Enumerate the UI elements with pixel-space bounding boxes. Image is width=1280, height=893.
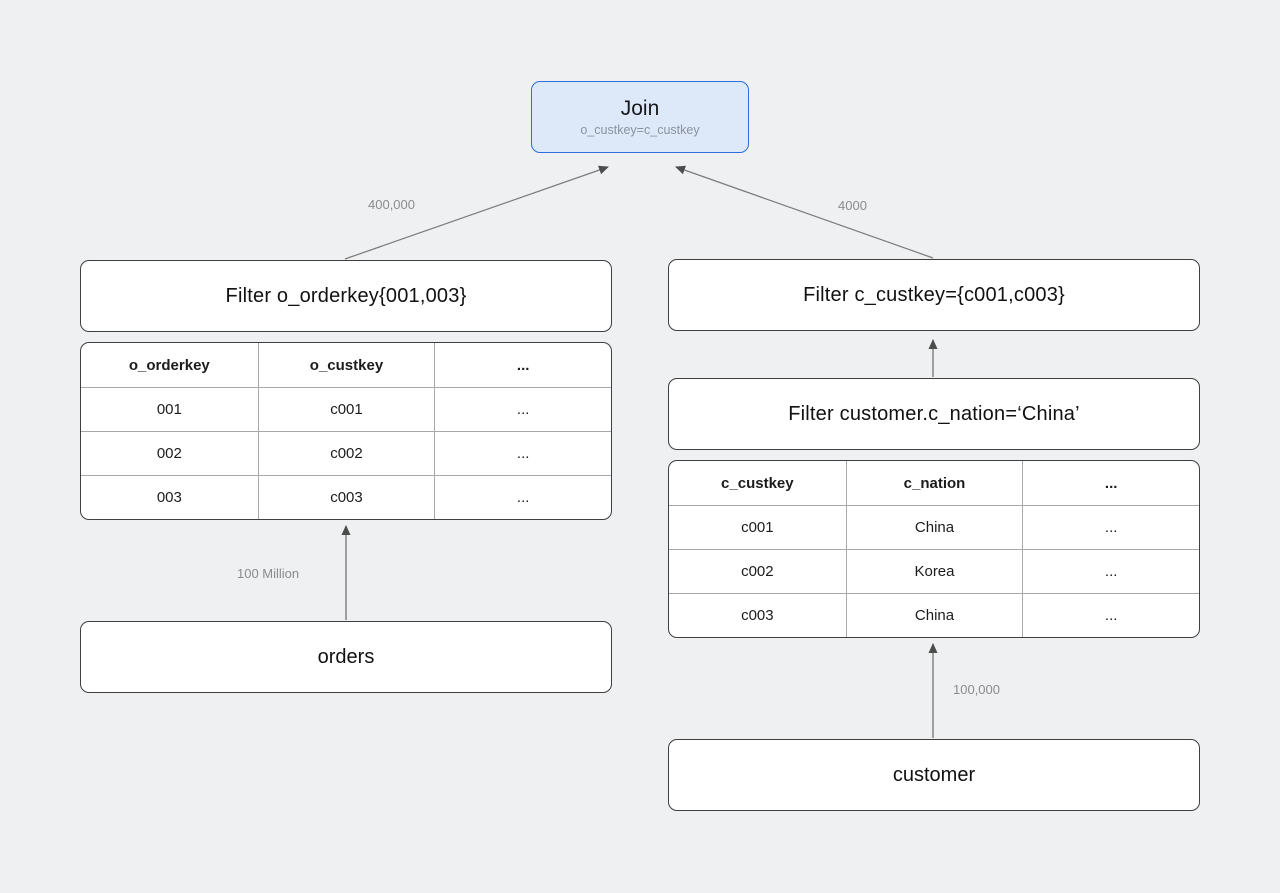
table-row: 002 c002 ... bbox=[81, 431, 611, 475]
table-cell: ... bbox=[1022, 506, 1199, 549]
customer-table-node: customer bbox=[668, 739, 1200, 811]
table-header-row: o_orderkey o_custkey ... bbox=[81, 343, 611, 387]
table-cell: China bbox=[845, 506, 1023, 549]
table-row: c003 China ... bbox=[669, 593, 1199, 637]
column-header: c_custkey bbox=[721, 474, 794, 492]
join-node-title: Join bbox=[620, 97, 660, 121]
join-node: Join o_custkey=c_custkey bbox=[531, 81, 749, 153]
table-cell: Korea bbox=[845, 550, 1023, 593]
join-condition: o_custkey=c_custkey bbox=[580, 122, 700, 137]
orders-table-label: orders bbox=[317, 645, 375, 668]
customer-table-label: customer bbox=[892, 763, 976, 786]
table-cell: 003 bbox=[156, 489, 182, 506]
column-header: o_orderkey bbox=[128, 356, 210, 374]
table-row: c001 China ... bbox=[669, 505, 1199, 549]
filter-orderkey-node: Filter o_orderkey{001,003} bbox=[80, 260, 612, 332]
table-cell: ... bbox=[434, 388, 611, 431]
table-cell: ... bbox=[434, 432, 611, 475]
table-cell: c002 bbox=[257, 432, 435, 475]
table-cell: 002 bbox=[156, 445, 182, 462]
table-cell: c002 bbox=[741, 563, 774, 580]
table-cell: China bbox=[845, 594, 1023, 637]
edge-label-right-join-cardinality: 4000 bbox=[838, 198, 867, 213]
column-header: ... bbox=[1022, 461, 1199, 505]
table-cell: ... bbox=[434, 476, 611, 519]
customer-sample-table: c_custkey c_nation ... c001 China ... c0… bbox=[668, 460, 1200, 638]
table-header-row: c_custkey c_nation ... bbox=[669, 461, 1199, 505]
edge-right-filter-to-join-arrow bbox=[675, 165, 934, 259]
column-header: ... bbox=[434, 343, 611, 387]
filter-custkey-node: Filter c_custkey={c001,c003} bbox=[668, 259, 1200, 331]
orders-sample-table: o_orderkey o_custkey ... 001 c001 ... 00… bbox=[80, 342, 612, 520]
filter-orderkey-label: Filter o_orderkey{001,003} bbox=[225, 284, 467, 307]
edge-label-left-join-cardinality: 400,000 bbox=[368, 197, 415, 212]
table-cell: ... bbox=[1022, 550, 1199, 593]
orders-table-node: orders bbox=[80, 621, 612, 693]
table-row: 003 c003 ... bbox=[81, 475, 611, 519]
filter-nation-node: Filter customer.c_nation=‘China’ bbox=[668, 378, 1200, 450]
table-row: 001 c001 ... bbox=[81, 387, 611, 431]
edge-left-filter-to-join-arrow bbox=[344, 165, 609, 260]
table-cell: 001 bbox=[156, 401, 182, 418]
table-cell: c003 bbox=[741, 607, 774, 624]
filter-custkey-label: Filter c_custkey={c001,c003} bbox=[803, 283, 1065, 306]
table-cell: c001 bbox=[741, 519, 774, 536]
filter-nation-label: Filter customer.c_nation=‘China’ bbox=[788, 402, 1080, 425]
column-header: c_nation bbox=[845, 461, 1023, 505]
edge-label-customer-scan-cardinality: 100,000 bbox=[953, 682, 1000, 697]
table-cell: c003 bbox=[257, 476, 435, 519]
table-row: c002 Korea ... bbox=[669, 549, 1199, 593]
column-header: o_custkey bbox=[257, 343, 435, 387]
table-cell: ... bbox=[1022, 594, 1199, 637]
edge-label-orders-scan-cardinality: 100 Million bbox=[237, 566, 300, 581]
table-cell: c001 bbox=[257, 388, 435, 431]
